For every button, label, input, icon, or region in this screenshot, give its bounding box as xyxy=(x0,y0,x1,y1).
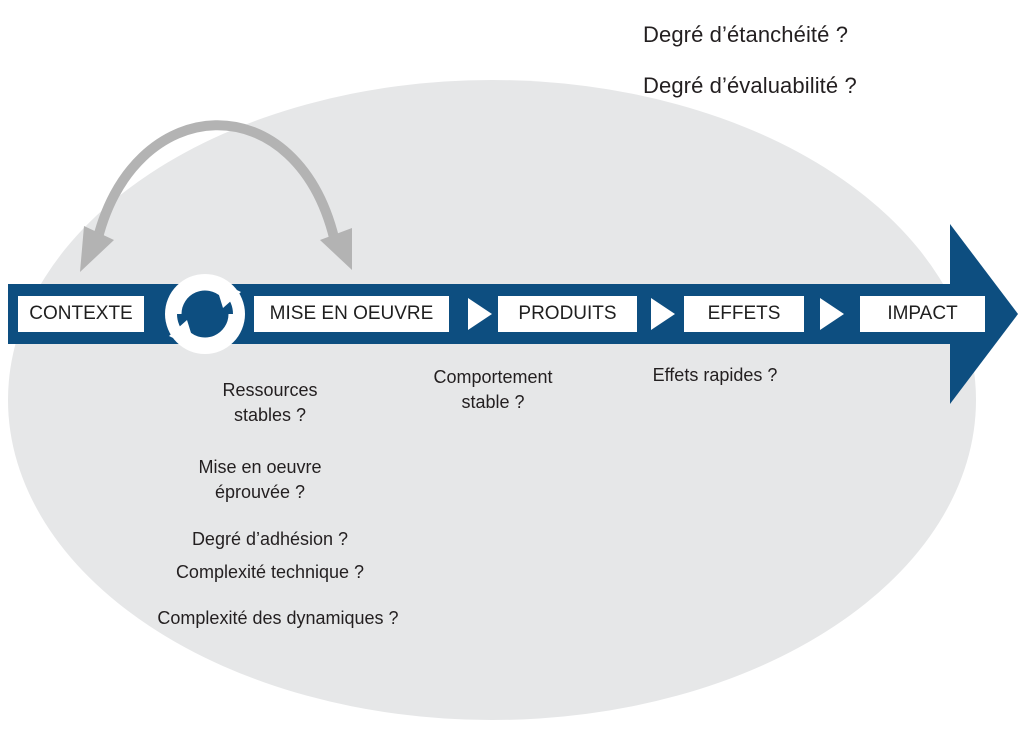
stage-effets: EFFETS xyxy=(684,296,804,332)
note-effets-rapides: Effets rapides ? xyxy=(652,365,778,385)
scope-ellipse xyxy=(8,80,976,720)
cycle-icon xyxy=(165,274,245,354)
chevron-right-icon xyxy=(468,298,492,330)
stage-impact: IMPACT xyxy=(860,296,985,332)
note-complexite-technique: Complexité technique ? xyxy=(175,562,365,582)
note-degre-adhesion: Degré d’adhésion ? xyxy=(191,529,349,549)
stage-mise-en-oeuvre: MISE EN OEUVRE xyxy=(254,296,449,332)
chevron-right-icon xyxy=(820,298,844,330)
feedback-arrow-icon xyxy=(80,120,352,272)
header-question-sealing: Degré d’étanchéité ? xyxy=(643,22,849,47)
stage-contexte: CONTEXTE xyxy=(18,296,144,332)
note-comportement-stable: Comportement stable ? xyxy=(433,367,553,412)
chevron-right-icon xyxy=(651,298,675,330)
note-complexite-dynamiques: Complexité des dynamiques ? xyxy=(157,608,399,628)
note-ressources-stables: Ressources stables ? xyxy=(222,380,318,425)
stage-produits: PRODUITS xyxy=(498,296,637,332)
note-mise-en-oeuvre-eprouvee: Mise en oeuvre éprouvée ? xyxy=(198,457,322,502)
header-question-evaluability: Degré d’évaluabilité ? xyxy=(643,73,857,98)
